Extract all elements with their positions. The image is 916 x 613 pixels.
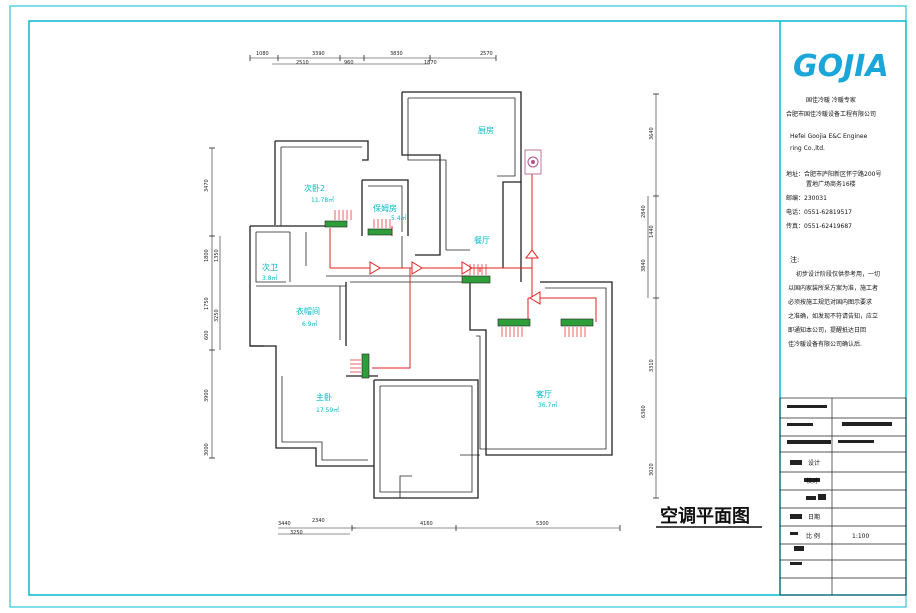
dimension-ticks — [209, 55, 659, 531]
room-living-name: 客厅 — [536, 389, 552, 399]
room-dining-name: 餐厅 — [474, 236, 490, 245]
dim-right-4: 3840 — [641, 259, 647, 272]
title-block-scale-value: 1:100 — [852, 533, 869, 540]
indoor-unit-bedroom2-icon — [324, 210, 352, 228]
company-phone: 电话：0551-62819517 — [786, 208, 852, 216]
room-living-area: 36.7㎡ — [538, 401, 557, 409]
company-name-cn: 合肥市国佳冷暖设备工程有限公司 — [786, 110, 876, 118]
dim-top-3: 3830 — [390, 51, 403, 57]
flow-arrow — [529, 291, 541, 305]
company-name-en-2: ring Co.,ltd. — [790, 145, 825, 152]
dim-left-5: 3250 — [214, 309, 220, 322]
indoor-unit-living-1-icon — [497, 318, 531, 337]
dim-left-7: 3900 — [204, 389, 210, 402]
dim-bottom-1: 3440 — [278, 521, 291, 527]
room-closet-area: 6.9㎡ — [302, 320, 318, 328]
company-tagline: 国佳冷暖 冷暖专家 — [806, 96, 856, 104]
dim-top-6: 960 — [344, 60, 354, 66]
room-bath-area: 3.8㎡ — [262, 274, 278, 282]
notes-line-1: 初步设计阶段仅供参考用，一切 — [796, 270, 880, 278]
dim-bottom-2: 2340 — [312, 518, 325, 524]
indoor-unit-master-icon — [350, 353, 370, 379]
room-nanny-name: 保姆房 — [373, 203, 397, 213]
flow-arrow — [461, 261, 473, 275]
dim-right-3: 1440 — [649, 225, 655, 238]
svg-text:GOJIA: GOJIA — [793, 49, 889, 84]
dim-right-6: 6360 — [641, 405, 647, 418]
notes-line-3: 必须按施工规范对国内图示要求 — [788, 298, 872, 306]
company-postcode: 邮编：230031 — [786, 194, 827, 202]
dim-top-5: 2510 — [296, 60, 309, 66]
dim-top-1: 1080 — [256, 51, 269, 57]
dim-right-7: 3020 — [649, 463, 655, 476]
title-block-ratio-label: 比 例 — [806, 532, 820, 540]
floor-plan — [249, 91, 613, 499]
dim-right-5: 3310 — [649, 359, 655, 372]
room-bath-name: 次卫 — [262, 262, 278, 272]
room-master-area: 17.59㎡ — [316, 406, 339, 414]
title-block-redactions — [787, 405, 892, 565]
dim-top-7: 1870 — [424, 60, 437, 66]
notes-line-2: 以国内家装所采方案为准，施工者 — [788, 284, 878, 292]
title-block-label-check: 校对 — [806, 477, 818, 485]
drawing-title: 空调平面图 — [660, 505, 750, 527]
dim-top-2: 3390 — [312, 51, 325, 57]
notes-line-5: 即通知本公司，提醒抵达日回 — [788, 326, 866, 334]
pipe-flow-arrows — [369, 249, 541, 305]
room-bedroom2-area: 11.78㎡ — [311, 196, 334, 204]
company-address: 地址：合肥市庐阳新区怀宁路200号 — [786, 170, 881, 178]
flow-arrow — [369, 261, 381, 275]
flow-arrow — [525, 249, 539, 259]
title-block-label-date: 日期 — [808, 513, 820, 521]
room-kitchen-name: 厨房 — [478, 125, 494, 135]
dim-left-3: 1350 — [214, 249, 220, 262]
dim-right-2: 2840 — [641, 205, 647, 218]
notes-line-4: 之准确，如发现不符请告知，应立 — [788, 312, 878, 320]
company-fax: 传真：0551-62419687 — [786, 222, 852, 230]
indoor-unit-living-2-icon — [560, 318, 594, 337]
dim-left-4: 1750 — [204, 297, 210, 310]
room-master-name: 主卧 — [316, 392, 332, 402]
indoor-unit-nanny-icon — [367, 219, 393, 236]
dim-top-4: 2570 — [480, 51, 493, 57]
notes-heading: 注: — [790, 255, 799, 264]
dim-right-1: 3640 — [649, 127, 655, 140]
room-nanny-area: 5.4㎡ — [391, 214, 407, 222]
indoor-unit-dining-icon — [461, 264, 491, 284]
company-logo: GOJIA — [793, 49, 889, 84]
title-block-label-design: 设计 — [808, 459, 820, 467]
outer-frame — [9, 5, 907, 608]
dim-bottom-5: 3250 — [290, 530, 303, 536]
room-closet-name: 衣帽间 — [296, 306, 320, 316]
dimension-lines — [211, 57, 657, 535]
room-bedroom2-name: 次卧2 — [304, 183, 325, 193]
company-address-2: 置地广场商务16楼 — [806, 180, 856, 188]
dim-left-1: 3470 — [204, 179, 210, 192]
title-block-table — [779, 397, 907, 596]
outdoor-unit-icon — [524, 149, 542, 175]
dim-bottom-4: 5300 — [536, 521, 549, 527]
dim-left-2: 1800 — [204, 249, 210, 262]
flow-arrow — [411, 261, 423, 275]
company-name-en-1: Hefei Goojia E&C Enginee — [790, 133, 868, 140]
dim-left-8: 3000 — [204, 443, 210, 456]
dim-left-6: 600 — [204, 330, 210, 340]
inner-frame — [28, 20, 907, 596]
dim-bottom-3: 4160 — [420, 521, 433, 527]
notes-line-6: 佳冷暖设备有限公司确认后. — [788, 340, 862, 348]
